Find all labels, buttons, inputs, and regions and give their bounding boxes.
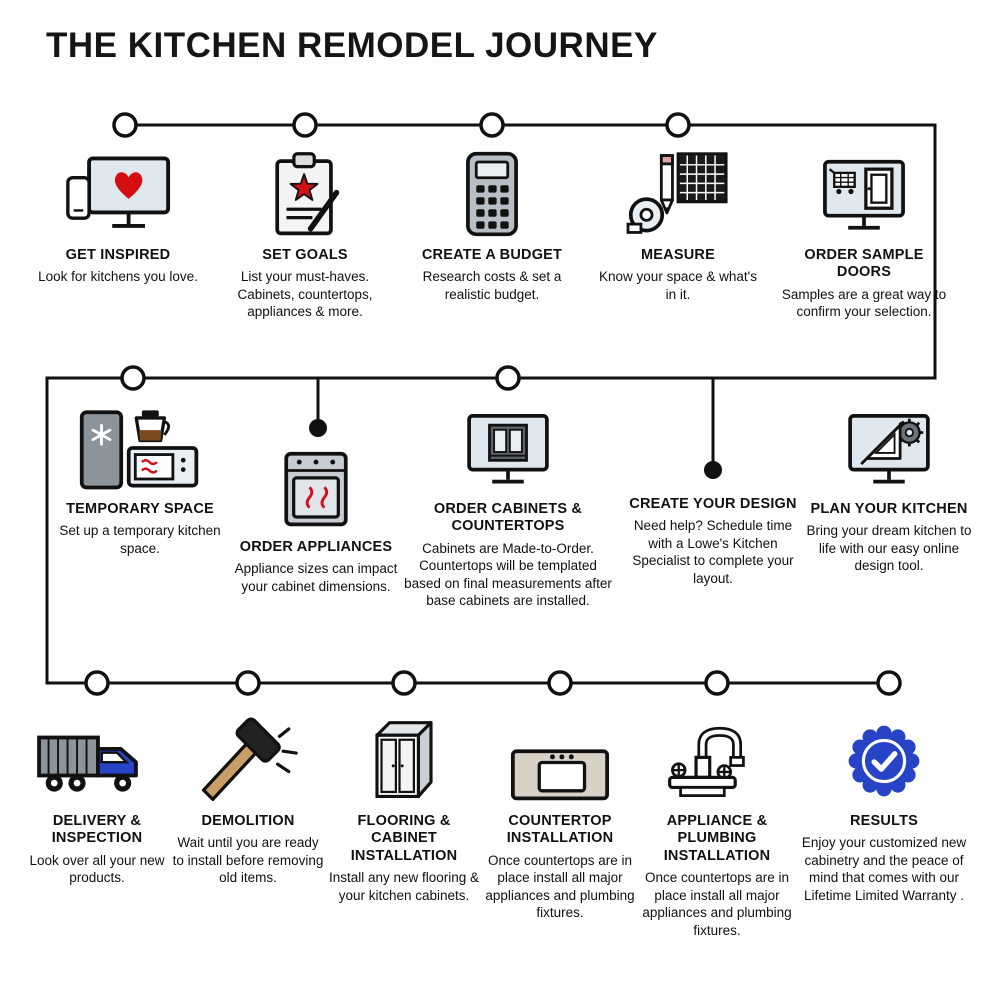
step-description: Need help? Schedule time with a Lowe's K… (632, 518, 794, 587)
sledgehammer-icon (201, 717, 298, 801)
journey-node-filled (309, 419, 722, 479)
step-order-sample-doors: ORDER SAMPLE DOORS Samples are a great w… (779, 150, 949, 321)
step-get-inspired: GET INSPIRED Look for kitchens you love. (38, 150, 198, 286)
step-description: Once countertops are in place install al… (485, 852, 635, 921)
step-label: MEASURE (641, 247, 715, 263)
page-title: THE KITCHEN REMODEL JOURNEY (46, 26, 658, 65)
step-description: Once countertops are in place install al… (642, 870, 792, 938)
step-label: APPLIANCE & PLUMBING INSTALLATION (663, 813, 771, 864)
oven-icon (284, 451, 348, 527)
step-appliance-plumbing-installation: APPLIANCE & PLUMBING INSTALLATION Once c… (632, 710, 802, 939)
measure-grid-icon (626, 152, 728, 234)
step-description: Appliance sizes can impact your cabinet … (234, 561, 398, 594)
step-label: ORDER CABINETS & COUNTERTOPS (433, 501, 583, 535)
step-description: Install any new flooring & your kitchen … (328, 870, 480, 903)
step-plan-your-kitchen: PLAN YOUR KITCHEN Bring your dream kitch… (806, 408, 972, 575)
step-countertop-installation: COUNTERTOP INSTALLATION Once countertops… (477, 710, 643, 922)
fridge-microwave-icon (79, 410, 199, 490)
step-description: List your must-haves. Cabinets, countert… (237, 269, 373, 320)
step-measure: MEASURE Know your space & what's in it. (598, 150, 758, 303)
step-label: ORDER SAMPLE DOORS (804, 247, 924, 281)
monitor-sample-door-icon (823, 159, 905, 230)
calculator-icon (466, 151, 518, 237)
step-label: ORDER APPLIANCES (239, 539, 393, 555)
monitor-heart-icon (66, 156, 171, 228)
cabinet-icon (375, 721, 433, 799)
step-label: DEMOLITION (201, 813, 295, 829)
step-order-appliances: ORDER APPLIANCES Appliance sizes can imp… (226, 446, 406, 595)
step-results: RESULTS Enjoy your customized new cabine… (795, 710, 973, 905)
step-label: COUNTERTOP INSTALLATION (506, 813, 614, 847)
countertop-sink-icon (510, 749, 610, 801)
journey-node-open (84, 112, 902, 696)
step-flooring-cabinet-installation: FLOORING & CABINET INSTALLATION Install … (326, 710, 482, 904)
step-order-cabinets-countertops: ORDER CABINETS & COUNTERTOPS Cabinets ar… (400, 408, 616, 610)
delivery-truck-icon (37, 735, 138, 792)
step-description: Look over all your new products. (29, 852, 165, 886)
step-create-your-design: CREATE YOUR DESIGN Need help? Schedule t… (623, 496, 803, 588)
step-set-goals: SET GOALS List your must-haves. Cabinets… (212, 150, 398, 321)
step-label: PLAN YOUR KITCHEN (810, 501, 968, 517)
badge-check-icon (848, 725, 920, 797)
step-label: FLOORING & CABINET INSTALLATION (350, 813, 458, 864)
monitor-design-tools-icon (848, 414, 930, 484)
step-description: Look for kitchens you love. (38, 269, 198, 285)
step-description: Samples are a great way to confirm your … (781, 286, 947, 320)
step-label: GET INSPIRED (65, 247, 171, 263)
step-label: CREATE A BUDGET (421, 247, 563, 263)
step-description: Know your space & what's in it. (599, 269, 757, 302)
step-label: RESULTS (850, 813, 918, 829)
step-demolition: DEMOLITION Wait until you are ready to i… (170, 710, 326, 887)
step-label: CREATE YOUR DESIGN (629, 496, 797, 512)
step-description: Cabinets are Made-to-Order. Countertops … (404, 540, 612, 609)
step-description: Bring your dream kitchen to life with ou… (806, 523, 972, 574)
step-description: Set up a temporary kitchen space. (59, 523, 221, 556)
step-description: Research costs & set a realistic budget. (422, 269, 562, 302)
clipboard-star-icon (275, 152, 340, 236)
step-description: Enjoy your customized new cabinetry and … (801, 835, 967, 904)
faucet-icon (668, 726, 745, 797)
step-label: DELIVERY & INSPECTION (51, 813, 143, 847)
step-description: Wait until you are ready to install befo… (172, 835, 324, 886)
step-delivery-inspection: DELIVERY & INSPECTION Look over all your… (22, 710, 172, 887)
step-label: SET GOALS (262, 247, 348, 263)
monitor-cabinet-icon (467, 414, 549, 484)
step-temporary-space: TEMPORARY SPACE Set up a temporary kitch… (50, 400, 230, 557)
step-create-a-budget: CREATE A BUDGET Research costs & set a r… (399, 150, 585, 303)
step-label: TEMPORARY SPACE (66, 501, 214, 517)
